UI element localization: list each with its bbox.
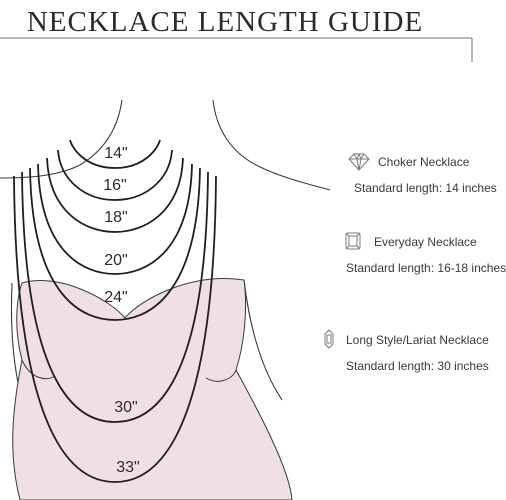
length-label: 18" <box>104 209 127 226</box>
length-label: 16" <box>103 177 126 194</box>
necklace-chain <box>46 157 184 233</box>
length-label: 30" <box>114 399 137 416</box>
necklace-chains <box>13 139 217 483</box>
length-label: 33" <box>116 459 139 476</box>
length-label: 14" <box>104 145 127 162</box>
legend-length: Standard length: 16-18 inches <box>346 261 506 275</box>
legend-choker: Choker Necklace Standard length: 14 inch… <box>346 152 497 195</box>
diamond-icon <box>348 152 370 171</box>
length-label: 20" <box>104 252 127 269</box>
necklace-chain <box>57 149 173 201</box>
legend-name: Choker Necklace <box>378 155 470 169</box>
legend-length: Standard length: 30 inches <box>346 359 489 373</box>
length-labels: 14" 16" 18" 20" 24" 30" 33" <box>103 145 139 476</box>
length-label: 24" <box>104 289 127 306</box>
gem-long-icon <box>324 329 334 349</box>
dress-fold-left <box>21 359 56 380</box>
legend-everyday: Everyday Necklace Standard length: 16-18… <box>344 232 506 275</box>
gem-square-icon <box>345 232 361 250</box>
necklace-chain <box>37 163 193 275</box>
necklace-chain <box>21 171 209 423</box>
legend-length: Standard length: 14 inches <box>354 181 497 195</box>
legend-name: Long Style/Lariat Necklace <box>346 333 489 347</box>
page-title: NECKLACE LENGTH GUIDE <box>26 6 424 38</box>
legend-name: Everyday Necklace <box>374 235 477 249</box>
necklace-chain <box>69 139 161 169</box>
torso-outline <box>0 99 331 401</box>
legend-long: Long Style/Lariat Necklace Standard leng… <box>322 329 489 373</box>
necklace-chain <box>13 175 217 483</box>
dress-fold <box>205 369 237 382</box>
necklace-chain <box>29 167 201 321</box>
